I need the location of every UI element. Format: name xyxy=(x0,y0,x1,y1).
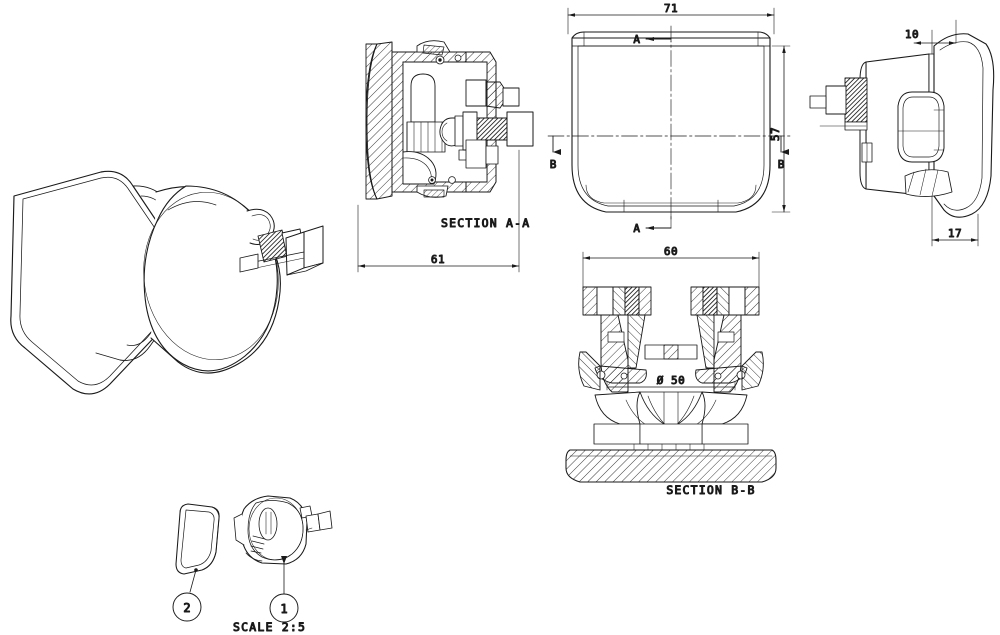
section-mark-a-top: A xyxy=(633,33,640,46)
section-mark-b-left: B xyxy=(550,158,557,171)
section-b-b-label: SECTION B-B xyxy=(666,483,755,497)
section-mark-a-bottom: A xyxy=(633,222,640,235)
scale-note: SCALE 2:5 xyxy=(233,620,306,634)
right-side-elevation-view: 10 17 xyxy=(809,19,995,247)
dimension-71: 71 xyxy=(664,2,678,15)
dimension-60: 60 xyxy=(664,245,678,258)
balloon-item-1-number: 1 xyxy=(280,602,287,616)
dimension-57: 57 xyxy=(769,127,782,141)
balloon-item-2[interactable] xyxy=(172,592,202,622)
balloon-item-2-number: 2 xyxy=(183,601,190,615)
section-a-a-view: SECTION A-A 61 xyxy=(357,40,534,273)
isometric-assembly-view xyxy=(10,170,324,395)
balloon-item-1[interactable] xyxy=(269,593,299,623)
front-elevation-view: 71 57 A A B B xyxy=(547,2,793,236)
dimension-diameter-50: Ø 50 xyxy=(657,374,686,387)
section-mark-b-right: B xyxy=(778,158,785,171)
section-a-a-label: SECTION A-A xyxy=(441,216,530,230)
exploded-parts-view: 2 1 SCALE 2:5 xyxy=(172,495,333,635)
dimension-10: 10 xyxy=(905,28,919,41)
dimension-17: 17 xyxy=(948,227,962,240)
section-b-b-view: 60 Ø 50 SECTION B-B xyxy=(565,245,777,498)
dimension-61: 61 xyxy=(431,253,445,266)
